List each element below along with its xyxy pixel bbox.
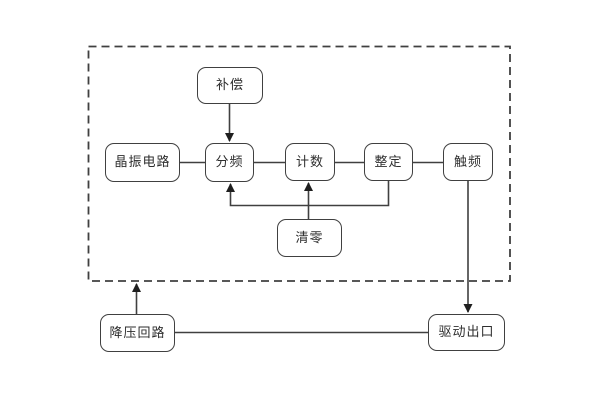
- node-drive-output: 驱动出口: [428, 314, 505, 351]
- node-clear-reset-label: 清零: [295, 230, 324, 246]
- node-trigger-frequency-label: 触频: [453, 154, 482, 170]
- node-stepdown-circuit-label: 降压回路: [109, 325, 166, 341]
- node-crystal-oscillator: 晶振电路: [105, 143, 180, 182]
- edge-setting-divider-feedback: [226, 181, 390, 207]
- node-clear-reset: 清零: [277, 219, 342, 257]
- node-compensation-label: 补偿: [215, 78, 244, 93]
- dashed-boundary: [87, 45, 511, 282]
- node-compensation: 补偿: [197, 67, 263, 104]
- node-counter: 计数: [285, 143, 335, 181]
- node-counter-label: 计数: [295, 154, 324, 170]
- node-setting: 整定: [364, 143, 413, 181]
- node-trigger-frequency: 触频: [443, 143, 493, 181]
- node-frequency-divider: 分频: [205, 143, 254, 182]
- node-stepdown-circuit: 降压回路: [100, 314, 175, 352]
- node-setting-label: 整定: [374, 154, 403, 170]
- node-frequency-divider-label: 分频: [215, 155, 244, 170]
- node-crystal-oscillator-label: 晶振电路: [114, 155, 171, 170]
- node-drive-output-label: 驱动出口: [438, 325, 495, 340]
